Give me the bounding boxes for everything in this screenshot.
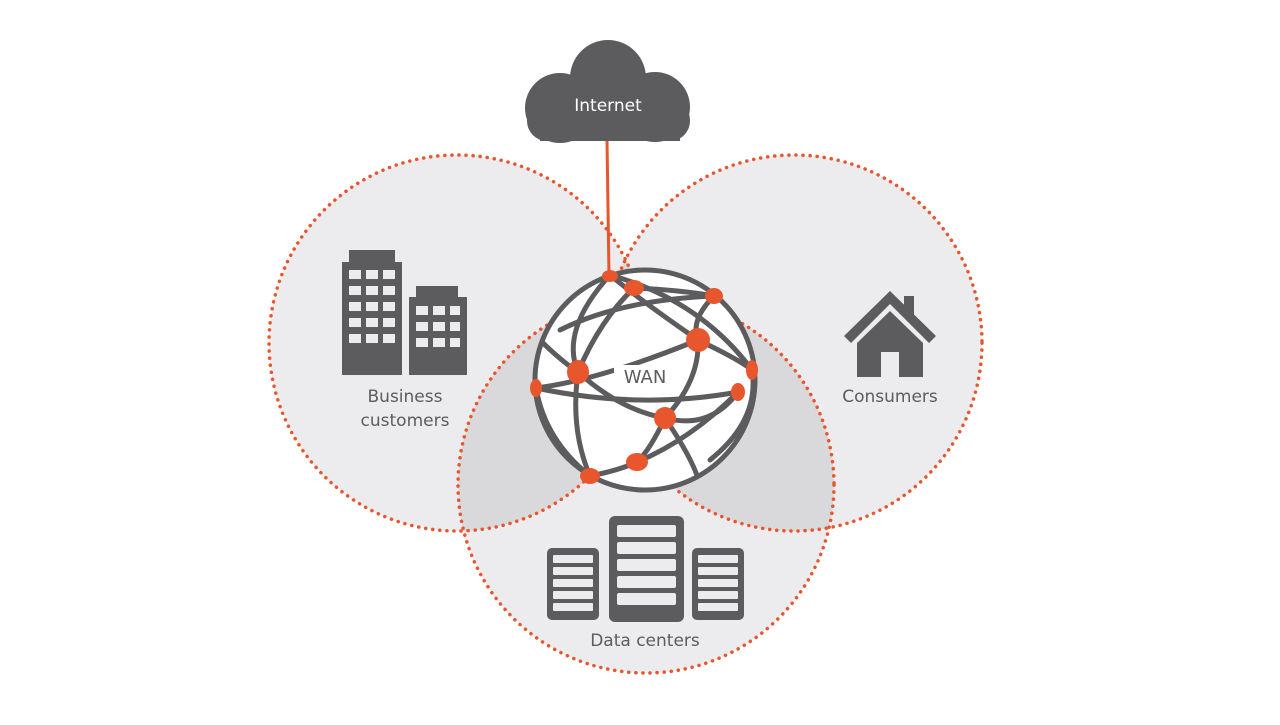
datacenters-circle-outline <box>456 295 836 675</box>
cloud-icon <box>525 40 690 143</box>
globe-network-icon <box>530 267 758 493</box>
office-buildings-icon <box>342 250 467 375</box>
server-rack-left <box>547 548 599 620</box>
network-node <box>602 270 618 282</box>
internet-label: Internet <box>574 96 642 116</box>
network-node <box>705 288 723 304</box>
business-customers-label: Business customers <box>330 385 480 433</box>
data-centers-label: Data centers <box>590 631 700 651</box>
house-icon <box>844 291 936 377</box>
server-rack-center <box>609 516 684 622</box>
server-rack-right <box>692 548 744 620</box>
network-node <box>746 360 758 380</box>
wan-label-backdrop <box>614 365 676 393</box>
internet-link-line <box>605 139 611 277</box>
network-node <box>626 453 648 471</box>
wan-label: WAN <box>623 367 667 388</box>
network-node <box>686 328 710 352</box>
business-label-line1: Business <box>367 387 443 407</box>
network-nodes <box>530 270 758 484</box>
server-racks-icon <box>547 516 744 622</box>
network-node <box>731 383 745 401</box>
network-node <box>530 379 542 397</box>
consumers-label: Consumers <box>842 387 938 407</box>
network-node <box>654 407 676 429</box>
network-node <box>567 360 589 384</box>
business-label-line2: customers <box>360 411 450 431</box>
network-node <box>580 468 600 484</box>
network-node <box>624 280 644 296</box>
